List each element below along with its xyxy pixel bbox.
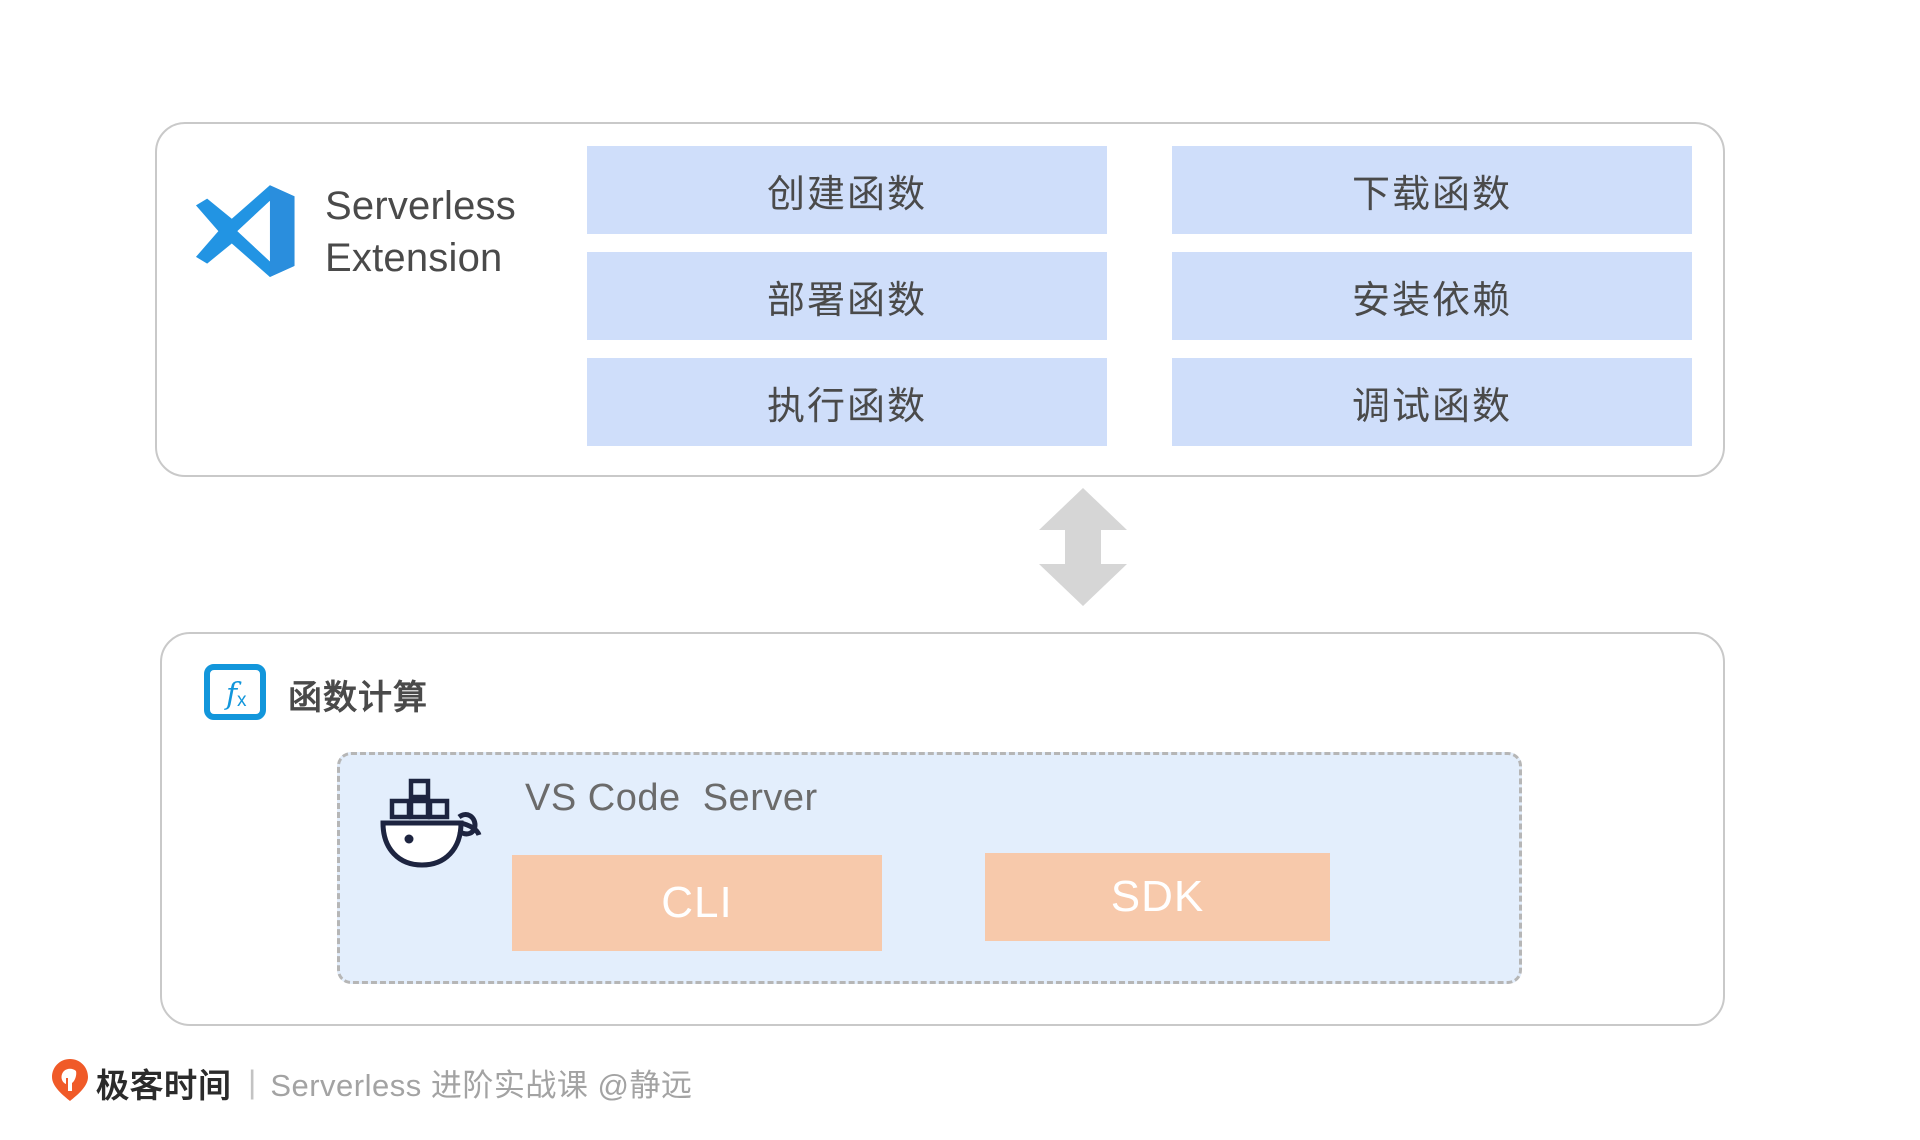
vscode-icon [187,174,299,291]
action-button-invoke[interactable]: 执行函数 [587,358,1107,446]
action-button-download[interactable]: 下载函数 [1172,146,1692,234]
function-compute-header: f x 函数计算 [204,664,428,725]
function-compute-panel: f x 函数计算 VS Code Server CLI SDK [160,632,1725,1026]
action-button-install-deps[interactable]: 安装依赖 [1172,252,1692,340]
footer-course-title: Serverless 进阶实战课 @静远 [270,1068,693,1103]
footer: 极客时间 | Serverless 进阶实战课 @静远 [50,1058,692,1107]
vscode-server-container: VS Code Server CLI SDK [337,752,1522,984]
serverless-extension-panel: Serverless Extension 创建函数 下载函数 部署函数 安装依赖… [155,122,1725,477]
action-button-debug[interactable]: 调试函数 [1172,358,1692,446]
cli-box[interactable]: CLI [512,855,882,951]
function-compute-title: 函数计算 [288,679,428,717]
action-button-grid: 创建函数 下载函数 部署函数 安装依赖 执行函数 调试函数 [587,146,1692,446]
geektime-brand: 极客时间 [96,1066,232,1104]
fx-function-compute-icon: f x [204,664,266,725]
action-button-deploy[interactable]: 部署函数 [587,252,1107,340]
brand-block: Serverless Extension [187,174,516,291]
sdk-box[interactable]: SDK [985,853,1330,941]
brand-title: Serverless Extension [325,184,516,280]
action-button-create[interactable]: 创建函数 [587,146,1107,234]
svg-text:x: x [237,690,247,711]
vscode-server-label: VS Code Server [525,777,818,819]
geektime-pin-logo [50,1058,90,1107]
footer-divider: | [248,1064,257,1100]
